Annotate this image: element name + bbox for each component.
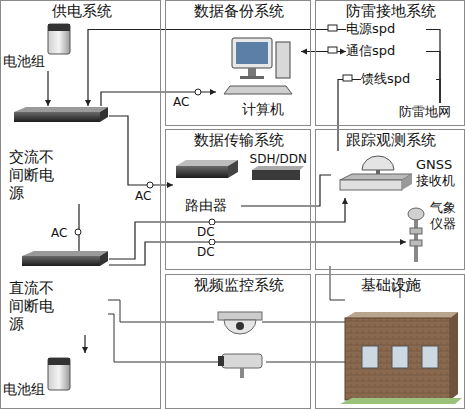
- connector-line: [109, 116, 173, 185]
- junction-circle: [75, 89, 215, 245]
- connector: [109, 116, 173, 188]
- device-label: 馈线spd: [361, 71, 436, 87]
- connector: [241, 175, 331, 206]
- system-panel: 数据传输系统 SDH/DDN 路由器: [165, 129, 311, 270]
- device-label: 直流不间断电源: [9, 279, 55, 333]
- device-label: GNSS接收机: [416, 157, 460, 189]
- system-panel: 基础设施: [315, 274, 465, 409]
- ups-device: [14, 107, 108, 266]
- device-node: 交流不间断电源: [9, 106, 109, 204]
- device-node: 电池组: [3, 23, 83, 71]
- connector: [109, 239, 406, 265]
- arrowhead: [342, 198, 348, 204]
- device-node: 通信spd: [346, 43, 426, 60]
- device-label: 交流不间断电源: [9, 148, 55, 202]
- connector-line: [426, 30, 440, 104]
- camera-icon: [218, 312, 262, 378]
- connector: [436, 80, 440, 104]
- device-label: SDH/DDN: [245, 152, 307, 167]
- edge-label: DC: [196, 245, 216, 259]
- device-label: 气象仪器: [430, 200, 460, 232]
- gnss-receiver-icon: [340, 156, 412, 190]
- panel-heading: 防雷接地系统: [316, 2, 465, 20]
- arrowhead: [340, 49, 346, 55]
- system-panel: 跟踪观测系统 GNSS接收机气象仪器: [315, 129, 465, 270]
- device-node: 气象仪器: [406, 200, 463, 266]
- connector-line: [88, 30, 346, 107]
- connector-line: [109, 242, 406, 265]
- device-node: 计算机: [216, 35, 301, 121]
- connector: [85, 30, 346, 107]
- arrowhead: [82, 347, 88, 353]
- connector: [45, 71, 51, 106]
- connector-line: [436, 80, 440, 104]
- panel-heading: 供电系统: [1, 2, 162, 20]
- panel-heading: 视频监控系统: [166, 276, 312, 294]
- arrowhead: [85, 100, 91, 106]
- arrowhead: [167, 182, 173, 188]
- connector-line: [301, 51, 346, 52]
- device-node: 电池组: [3, 353, 83, 407]
- connector: [426, 52, 440, 104]
- computer-icon: [224, 38, 292, 94]
- device-label: 路由器: [185, 197, 231, 214]
- connector-line: [241, 175, 331, 206]
- panel-heading: 数据传输系统: [166, 131, 312, 149]
- connector-line: [78, 204, 79, 251]
- device-label: 计算机: [242, 101, 288, 118]
- edge-label: AC: [134, 189, 152, 203]
- device-label: 通信spd: [346, 43, 426, 59]
- arrowhead: [400, 239, 406, 245]
- system-panel: 防雷接地系统电源spd 通信spd 馈线spd 防雷地网: [315, 0, 465, 126]
- building: [340, 312, 462, 404]
- device-node: 直流不间断电源: [9, 251, 109, 335]
- edge-label: DC: [196, 225, 216, 239]
- device-node: 馈线spd: [361, 71, 436, 88]
- arrowhead: [45, 100, 51, 106]
- panel-heading: 跟踪观测系统: [316, 131, 465, 149]
- edge-label: AC: [50, 226, 68, 240]
- panel-heading: 数据备份系统: [166, 2, 312, 20]
- device-node: GNSS接收机: [331, 151, 461, 198]
- connector: [426, 30, 440, 104]
- edge-label: AC: [172, 95, 190, 109]
- arrowhead: [301, 49, 307, 55]
- arrowhead: [210, 89, 216, 95]
- system-panel: 视频监控系统: [165, 274, 311, 409]
- connector: [101, 89, 216, 106]
- device-label: 电源spd: [346, 21, 426, 37]
- camera-wire: [108, 266, 345, 362]
- connector: [79, 204, 80, 251]
- device-node: 电源spd: [346, 21, 426, 38]
- device-node: SDH/DDN: [245, 152, 307, 186]
- device-label: 电池组: [3, 53, 47, 70]
- connector-line: [426, 52, 440, 104]
- device-label: 防雷地网: [393, 104, 457, 120]
- device-node: 防雷地网: [393, 103, 457, 121]
- connector: [82, 335, 88, 353]
- connector: [301, 49, 346, 55]
- battery-icon: [48, 24, 70, 390]
- device-node: 路由器: [173, 153, 241, 216]
- panel-heading: 基础设施: [316, 276, 465, 294]
- device-label: 电池组: [3, 381, 47, 398]
- system-panel: 供电系统电池组交流不间断电源直流不间断电源电池组: [0, 0, 161, 409]
- weather-instrument: [408, 208, 424, 262]
